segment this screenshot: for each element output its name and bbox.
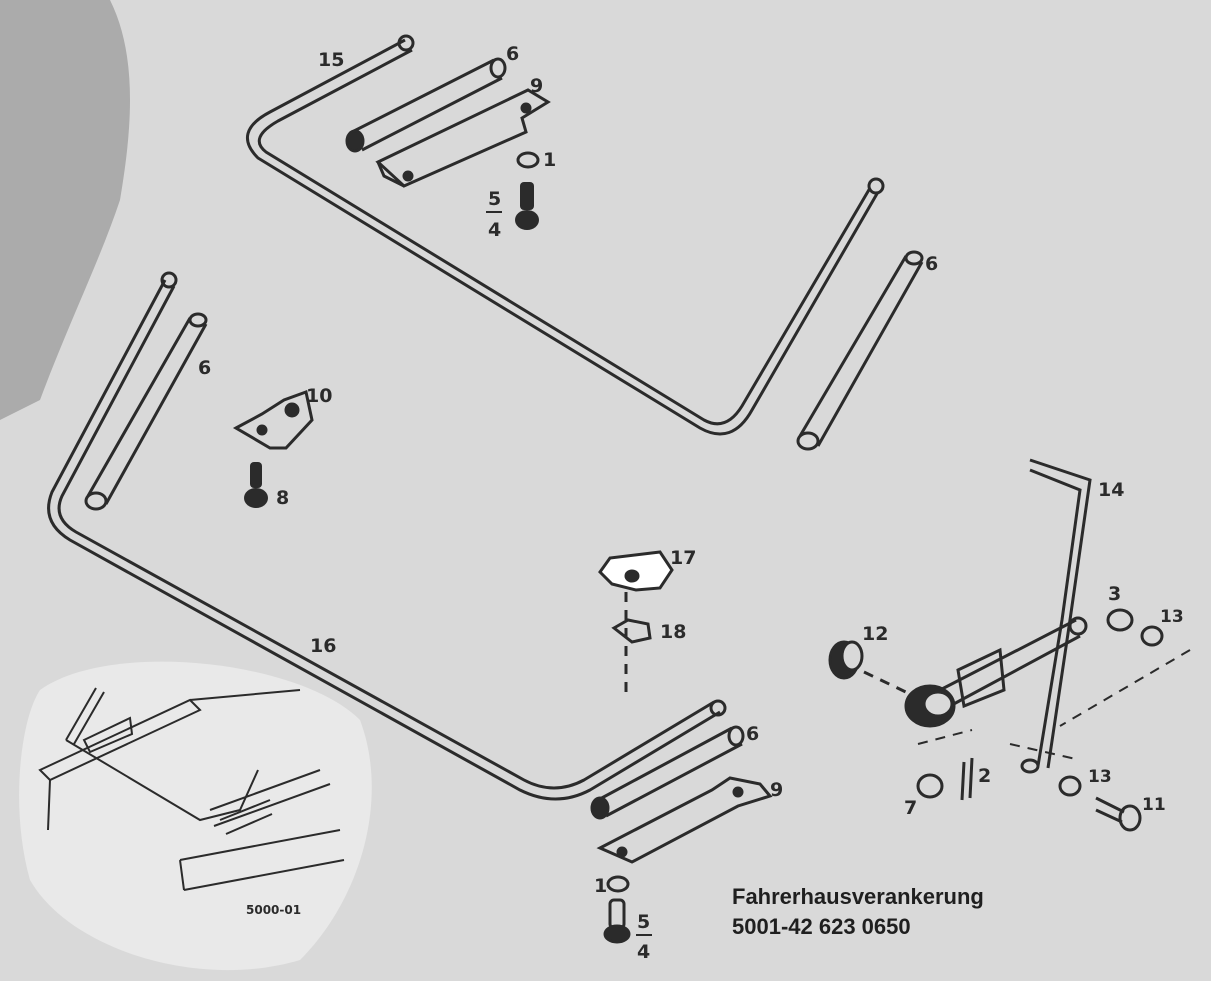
rubber-eye	[904, 684, 956, 728]
lower-bar-end-right	[709, 699, 727, 717]
callout-2: 2	[978, 765, 991, 787]
washer-13-top	[1140, 625, 1164, 647]
caption-title: Fahrerhausverankerung	[732, 884, 984, 909]
scan-shadow	[0, 0, 130, 420]
assembly-line-13	[917, 649, 1191, 761]
bolt-8	[244, 462, 268, 508]
nut-3	[1106, 608, 1134, 632]
split-pin-2	[960, 757, 974, 801]
callout-6-right: 6	[925, 253, 938, 275]
washer-13-bottom	[1058, 775, 1082, 797]
callout-4-bottom: 4	[637, 941, 650, 963]
washer-7	[916, 773, 944, 799]
callout-18: 18	[660, 621, 686, 643]
callout-3: 3	[1108, 583, 1121, 605]
callout-9-top: 9	[530, 75, 543, 97]
callout-14: 14	[1098, 479, 1124, 501]
bolt-11	[1095, 796, 1142, 832]
callout-17: 17	[670, 547, 696, 569]
sleeve-top	[345, 57, 507, 153]
callout-10: 10	[306, 385, 332, 407]
callout-9-bottom: 9	[770, 779, 783, 801]
callout-16: 16	[310, 635, 336, 657]
sleeve-bottom	[590, 725, 745, 820]
lower-bar-end-left	[160, 271, 178, 289]
callout-1-top: 1	[543, 149, 556, 171]
callout-6-bottom: 6	[746, 723, 759, 745]
bracket-10	[232, 390, 314, 450]
upper-bar-end-left	[397, 34, 415, 52]
bracket-top	[375, 88, 551, 188]
upper-stabilizer-bar	[246, 38, 880, 436]
bolt-bottom	[603, 898, 631, 944]
inset-background	[19, 661, 372, 971]
clip-18	[611, 618, 652, 644]
lower-stabilizer-bar	[47, 279, 721, 801]
callout-5-top: 5	[488, 188, 501, 210]
callout-15: 15	[318, 49, 344, 71]
washer-bottom	[606, 875, 630, 893]
callout-8: 8	[276, 487, 289, 509]
link-arm	[939, 618, 1081, 709]
lever-14	[1020, 458, 1092, 774]
bracket-bottom	[596, 776, 773, 864]
callout-6-left: 6	[198, 357, 211, 379]
bolt-top	[515, 182, 539, 230]
callout-5-bottom: 5	[637, 911, 650, 933]
washer-top	[516, 151, 540, 169]
inset-code: 5000-01	[246, 903, 301, 917]
bushing-12	[828, 640, 864, 680]
callout-6-top: 6	[506, 43, 519, 65]
callout-4-top: 4	[488, 219, 501, 241]
callout-7: 7	[904, 797, 917, 819]
inset-drawing	[38, 687, 345, 891]
upper-bar-end-right	[867, 177, 885, 195]
callout-13-top: 13	[1160, 607, 1184, 627]
sleeve-right	[796, 250, 924, 451]
caption-part-number: 5001-42 623 0650	[732, 914, 911, 939]
sleeve-left	[84, 312, 208, 511]
diagram-caption: Fahrerhausverankerung 5001-42 623 0650	[732, 882, 984, 942]
clamp-17	[598, 550, 674, 592]
assembly-line-12	[863, 670, 911, 696]
callout-13-bottom: 13	[1088, 767, 1112, 787]
callout-12: 12	[862, 623, 888, 645]
callout-1-bottom: 1	[594, 875, 607, 897]
callout-11: 11	[1142, 795, 1166, 815]
